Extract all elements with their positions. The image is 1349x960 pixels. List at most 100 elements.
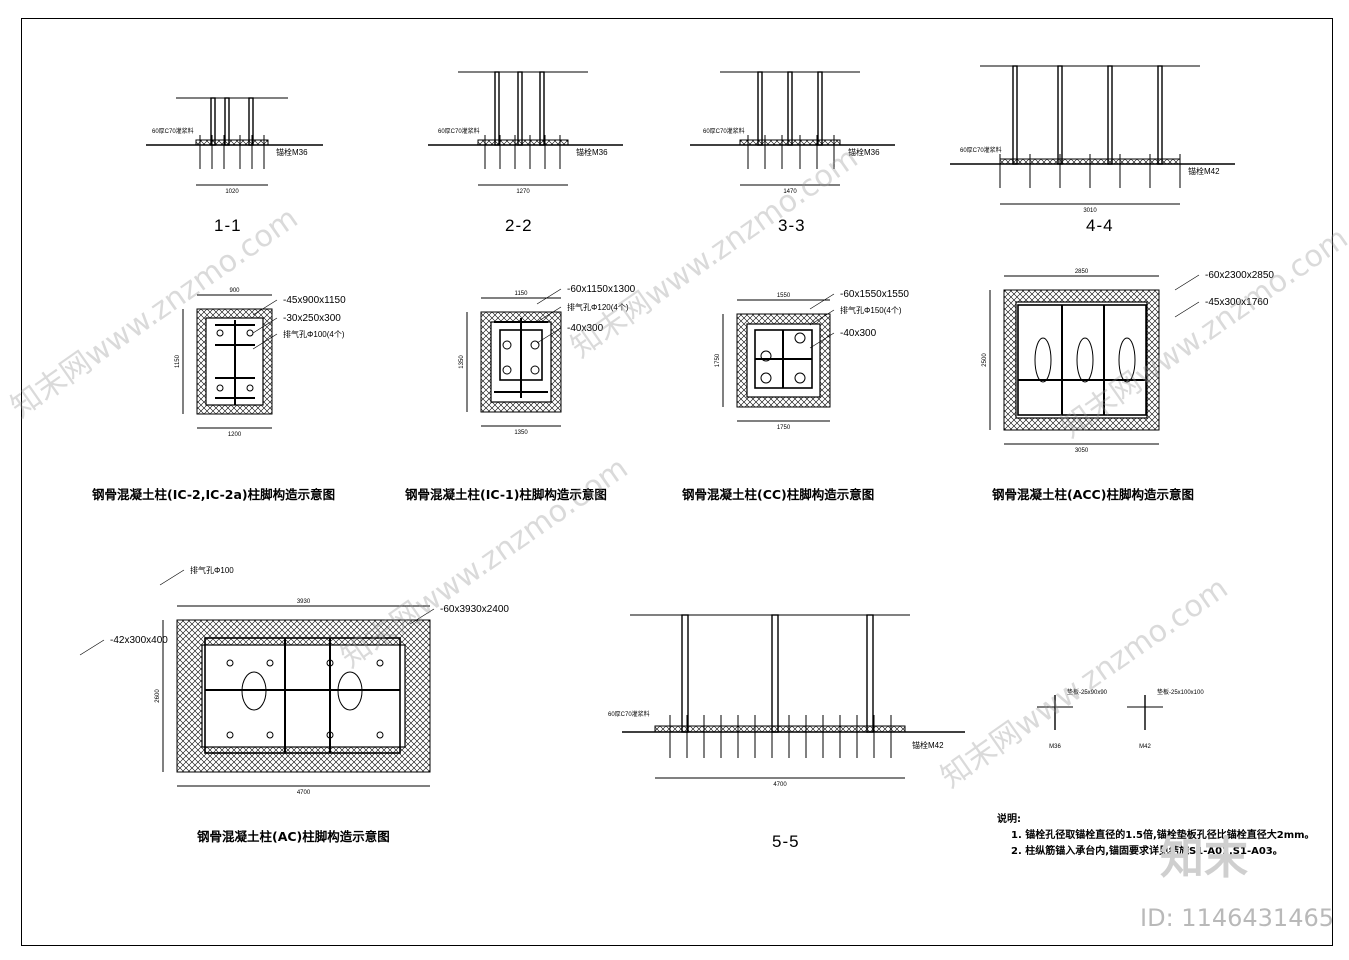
base-plate <box>654 725 906 733</box>
dimension-label: 2850 <box>1075 269 1089 275</box>
steel-column <box>1107 65 1113 165</box>
vent-hole <box>226 659 234 667</box>
vent-hole <box>216 384 224 392</box>
dimension-label: 1350 <box>459 355 465 369</box>
plate-label: -45x300x1760 <box>1205 297 1269 308</box>
section-title-5-5: 5-5 <box>772 832 800 851</box>
caption-ic2: 钢骨混凝土柱(IC-2,IC-2a)柱脚构造示意图 <box>92 487 336 502</box>
vent-hole <box>760 350 772 362</box>
steel-section <box>1017 304 1147 416</box>
bolt-label: M36 <box>1049 744 1061 750</box>
bolt-label: 锚栓M36 <box>276 147 308 157</box>
dimension-label: 1200 <box>228 432 242 438</box>
dimension-label: 3930 <box>297 599 311 605</box>
grout-label: 60厚C70灌浆料 <box>152 127 194 135</box>
caption-ac: 钢骨混凝土柱(AC)柱脚构造示意图 <box>197 829 390 844</box>
vent-slot <box>1118 337 1136 383</box>
plan-acc: 3050 2850 2500 -60x2300x2850 -45x300x1760 <box>982 269 1274 454</box>
leader-line <box>159 569 185 586</box>
base-plate <box>1015 301 1148 419</box>
dimension-label: 3010 <box>1083 208 1097 214</box>
section-title-3-3: 3-3 <box>778 216 806 235</box>
steel-column <box>757 71 763 146</box>
vent-hole <box>266 659 274 667</box>
vent-hole <box>530 365 540 375</box>
bolt-label: M42 <box>1139 744 1151 750</box>
plate-label: 排气孔Φ100(4个) <box>283 329 345 339</box>
plate-label: -60x2300x2850 <box>1205 270 1274 281</box>
plate-label: 排气孔Φ150(4个) <box>840 305 902 315</box>
plan-ic2: 12009001150-45x900x1150-30x250x300排气孔Φ10… <box>175 288 346 438</box>
steel-column <box>494 71 500 146</box>
dimension-label: 4700 <box>297 790 311 796</box>
notes-line-1: 1. 锚栓孔径取锚栓直径的1.5倍,锚栓垫板孔径比锚栓直径大2mm。 <box>1011 830 1315 841</box>
vent-hole <box>502 365 512 375</box>
vent-hole <box>246 384 254 392</box>
caption-cc: 钢骨混凝土柱(CC)柱脚构造示意图 <box>682 487 875 502</box>
leader-line <box>809 293 835 310</box>
vent-slot <box>241 671 267 711</box>
steel-section <box>499 329 543 381</box>
leader-line <box>252 317 278 334</box>
grout-label: 60厚C70灌浆料 <box>703 127 745 135</box>
notes-block: 说明: 1. 锚栓孔径取锚栓直径的1.5倍,锚栓垫板孔径比锚栓直径大2mm。 2… <box>997 812 1315 860</box>
steel-column <box>681 614 689 733</box>
steel-section <box>204 637 401 754</box>
dimension-label: 1350 <box>514 430 528 436</box>
steel-column <box>517 71 523 146</box>
dimension-label: 1270 <box>516 189 530 195</box>
caption-acc: 钢骨混凝土柱(ACC)柱脚构造示意图 <box>992 487 1194 502</box>
leader-line <box>536 327 562 344</box>
leader-line <box>536 288 562 305</box>
bolt-label: 锚栓M42 <box>912 740 944 750</box>
vent-slot <box>1076 337 1094 383</box>
vent-hole <box>376 731 384 739</box>
plate-label: -60x1550x1550 <box>840 289 909 300</box>
section-views: 102060厚C70灌浆料锚栓M36127060厚C70灌浆料锚栓M361470… <box>146 65 1235 788</box>
bolt-label: 锚栓M36 <box>576 147 608 157</box>
dimension-label: 900 <box>229 288 240 294</box>
base-plate <box>201 644 406 748</box>
dimension-label: 1550 <box>777 293 791 299</box>
plan-cc: 175015501750-60x1550x1550排气孔Φ150(4个)-40x… <box>715 289 909 431</box>
steel-column <box>787 71 793 146</box>
plan-views: 12009001150-45x900x1150-30x250x300排气孔Φ10… <box>79 269 1274 796</box>
leader-line <box>1174 301 1200 318</box>
plan-ic1: 135011501350-60x1150x1300排气孔Φ120(4个)-40x… <box>459 284 636 436</box>
plate-label: -40x300 <box>567 323 604 334</box>
section-title-2-2: 2-2 <box>505 216 533 235</box>
vent-hole <box>794 372 806 384</box>
dimension-label: 2600 <box>155 689 161 703</box>
plate-label: -60x1150x1300 <box>567 284 636 295</box>
steel-column <box>539 71 545 146</box>
grout-label: 60厚C70灌浆料 <box>608 710 650 718</box>
dimension-label: 1150 <box>175 354 181 368</box>
vent-hole <box>376 659 384 667</box>
dimension-label: 3050 <box>1075 448 1089 454</box>
section-title-1-1: 1-1 <box>214 216 242 235</box>
vent-slot <box>337 671 363 711</box>
base-plate <box>195 139 269 146</box>
section-title-4-4: 4-4 <box>1086 216 1114 235</box>
dimension-label: 4700 <box>773 782 787 788</box>
vent-hole <box>216 329 224 337</box>
dimension-label: 2500 <box>982 353 988 367</box>
vent-slot <box>1034 337 1052 383</box>
steel-column <box>866 614 874 733</box>
vent-hole <box>760 372 772 384</box>
steel-column <box>817 71 823 146</box>
grout-label: 60厚C70灌浆料 <box>438 127 480 135</box>
image-id-label: ID: 1146431465 <box>1140 904 1334 932</box>
brand-logo-text: 知末 <box>1160 833 1248 884</box>
base-plate <box>739 139 841 146</box>
plate-label: 排气孔Φ120(4个) <box>567 302 629 312</box>
steel-column <box>1157 65 1163 165</box>
